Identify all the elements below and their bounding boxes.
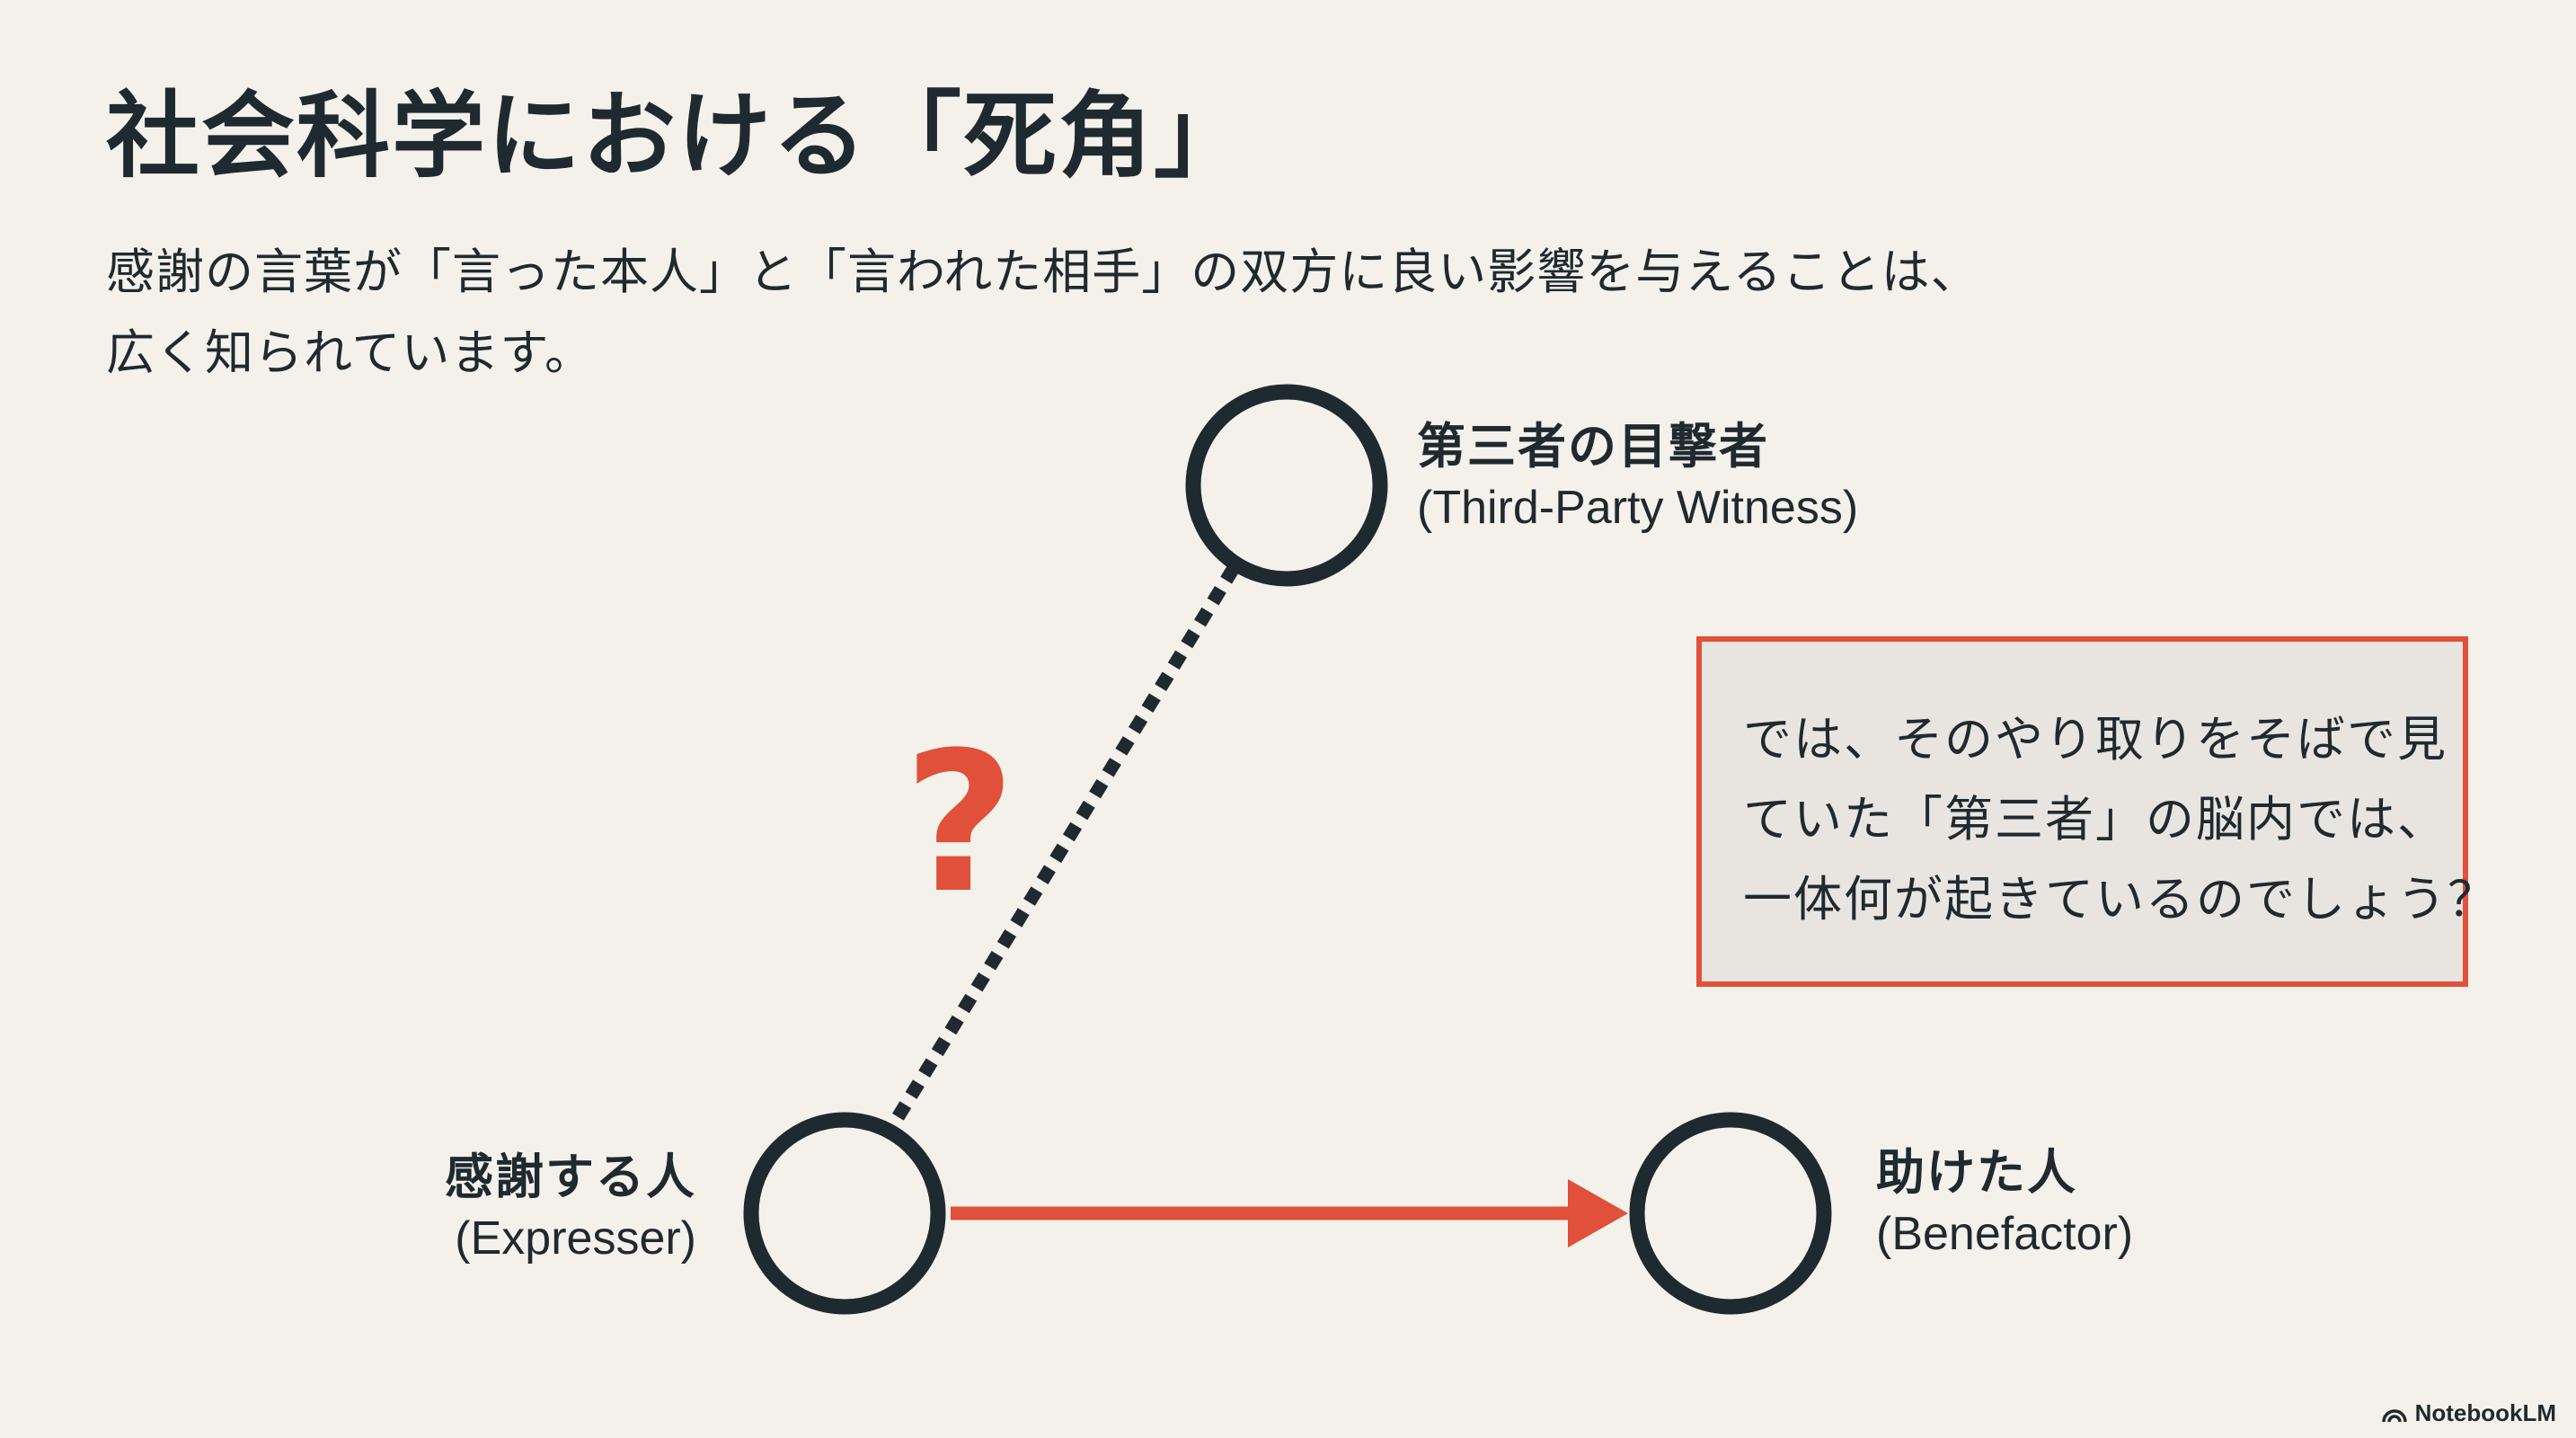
notebooklm-watermark: NotebookLM xyxy=(2381,1399,2556,1427)
expresser-node xyxy=(743,1112,946,1315)
benefactor-label-en: (Benefactor) xyxy=(1876,1208,2134,1261)
question-callout-box: では、そのやり取りをそばで見 ていた「第三者」の脳内では、 一体何が起きているの… xyxy=(1696,636,2498,987)
callout-line: ていた「第三者」の脳内では、 xyxy=(1743,791,2448,848)
question-mark: ? xyxy=(904,710,1016,936)
expresser-label-en: (Expresser) xyxy=(455,1212,696,1265)
expresser-label-ja: 感謝する人 xyxy=(445,1149,696,1205)
intro-text: 感謝の言葉が「言った本人」と「言われた相手」の双方に良い影響を与えることは、 広… xyxy=(106,232,2128,394)
intro-line: 広く知られています。 xyxy=(106,324,594,381)
notebooklm-logo-icon xyxy=(2381,1408,2407,1422)
witness-connection-dotted-line xyxy=(885,564,1240,1132)
expresser-label: 感謝する人 (Expresser) xyxy=(445,1146,696,1270)
witness-label: 第三者の目撃者 (Third-Party Witness) xyxy=(1417,415,1858,539)
benefactor-label: 助けた人 (Benefactor) xyxy=(1876,1141,2133,1265)
callout-line: では、そのやり取りをそばで見 xyxy=(1743,711,2448,768)
witness-label-ja: 第三者の目撃者 xyxy=(1417,418,1769,475)
brand-name: NotebookLM xyxy=(2414,1399,2556,1426)
witness-label-en: (Third-Party Witness) xyxy=(1417,482,1859,535)
benefactor-label-ja: 助けた人 xyxy=(1876,1144,2077,1201)
witness-node xyxy=(1185,384,1388,587)
benefactor-node xyxy=(1629,1112,1832,1315)
gratitude-arrow-head xyxy=(1568,1179,1628,1247)
callout-line: 一体何が起きているのでしょう？ xyxy=(1743,871,2498,928)
intro-line: 感謝の言葉が「言った本人」と「言われた相手」の双方に良い影響を与えることは、 xyxy=(106,244,1980,300)
slide-title: 社会科学における「死角」 xyxy=(106,81,1250,191)
